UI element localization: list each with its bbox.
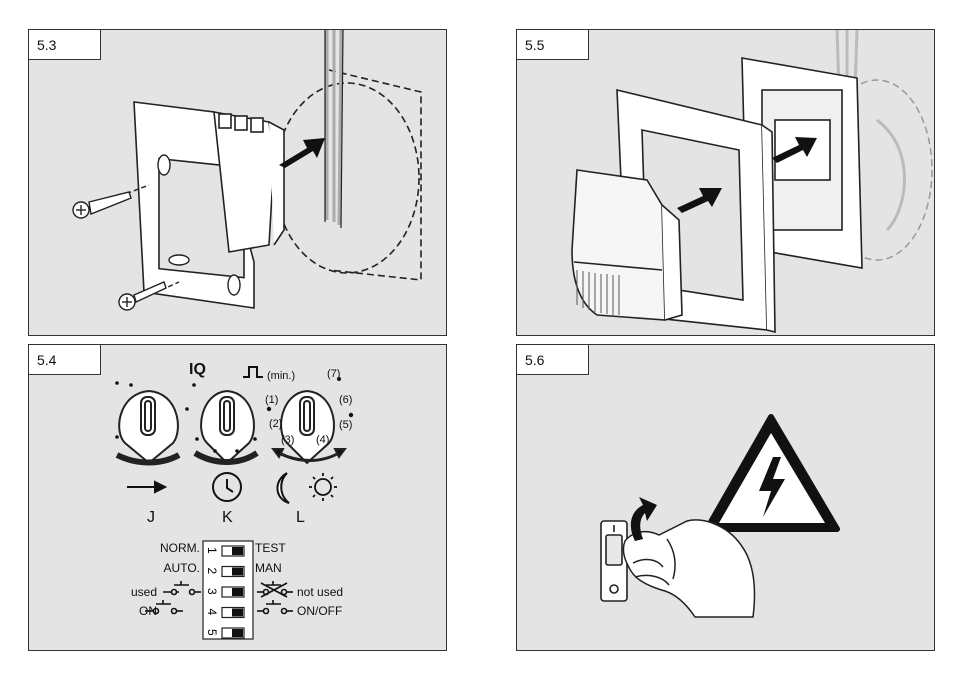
switch-3-right-label: not used [297,585,343,599]
dip-switch-number: 3 [205,588,219,595]
panel-5-3: 5.3 [28,29,447,336]
dip-switch-number: 5 [205,629,219,636]
mounting-illustration [29,30,447,336]
insert-arrow-icon [279,138,325,168]
dip-switch-knob [232,568,243,576]
cables [327,30,341,225]
panel-5-6: 5.6 [516,344,935,651]
dial-k-letter: K [222,511,233,525]
dip-switch-knob [232,547,243,555]
dial-j [117,391,179,463]
dip-switch-knob [232,588,243,596]
arrow-right-icon [127,482,165,492]
dial-l-letter: L [296,511,305,525]
step-3-label: (3) [281,433,294,447]
dip-switch-number: 4 [205,609,219,616]
screw-top [73,185,149,218]
step-4-label: (4) [316,433,329,447]
flush-box [275,70,421,280]
pulse-icon [243,367,263,377]
dial-j-letter: J [147,511,155,525]
dip-switch-knob [232,609,243,617]
dip-switch-knob [232,629,243,637]
switch-2-left-label: AUTO. [164,561,200,575]
settings-illustration: 1 2 3 4 5 [29,345,447,651]
assembly-illustration [517,30,935,336]
panel-5-5: 5.5 [516,29,935,336]
moon-icon [277,473,289,503]
iq-mode-label: IQ [189,363,206,377]
switch-1-right-label: TEST [255,541,286,555]
power-on-illustration [517,345,935,651]
switch-3-left-label: used [131,585,157,599]
step-1-label: (1) [265,393,278,407]
step-7-label: (7) [327,367,340,381]
clock-icon [213,473,241,501]
dial-k [195,391,257,463]
switch-2-right-label: MAN [255,561,282,575]
dial-l [273,391,345,463]
step-5-label: (5) [339,418,352,432]
switch-1-left-label: NORM. [160,541,200,555]
step-6-label: (6) [339,393,352,407]
switch-4-right-label: ON/OFF [297,604,342,618]
circuit-breaker [601,521,627,601]
panel-5-4: 5.4 [28,344,447,651]
switch-4-left-label: ON [139,604,157,618]
step-2-label: (2) [269,417,282,431]
hand [623,520,754,617]
dip-switch-number: 1 [205,547,219,554]
dip-switch-number: 2 [205,568,219,575]
minutes-unit-label: (min.) [267,369,295,383]
high-voltage-warning-icon [707,417,837,529]
sun-icon [309,473,337,501]
